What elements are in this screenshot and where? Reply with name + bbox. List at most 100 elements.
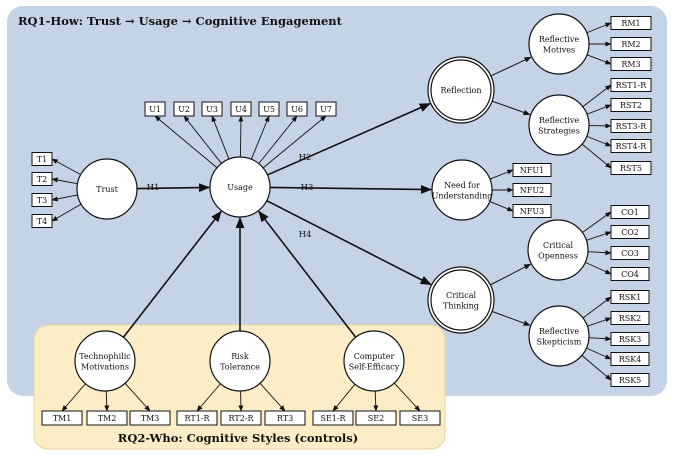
trust-construct: Trust [76,158,138,220]
need-label-line-2: Understanding [432,191,493,200]
need-loading-arrow-3 [489,201,514,212]
need-indicator: NFU2 [512,183,552,197]
risk-indicator-box [176,410,218,426]
h3-path-label: H3 [301,183,314,193]
usage-loading-arrow-3 [211,115,230,160]
techno-indicator-label: TM1 [53,414,72,423]
usage-indicator-label: U7 [320,105,332,114]
techno-label-line-1: Technophilic [79,352,131,361]
reflection-circle [430,59,492,121]
rstrategies-indicator-label: RST2 [620,101,642,110]
h4-path-arrow [266,199,432,286]
skepticism-loading-arrow-3 [588,336,612,342]
trust-indicator-box [31,193,53,207]
usage-indicator: U3 [201,101,223,117]
usage-indicator-box [173,101,195,117]
skepticism-indicator: RSK3 [610,332,650,346]
trust-indicator-box [31,214,53,228]
skepticism-loading-arrow-1 [582,296,612,319]
cse-indicator-label: SE3 [412,414,428,423]
usage-loading-arrow-7 [262,115,327,169]
rmotives-indicator-label: RM3 [621,60,640,69]
rmotives-label-line-1: Reflective [539,35,580,44]
trust-loading-arrow-4 [51,203,82,222]
cse-label-line-1: Computer [354,352,395,361]
openness-indicator: CO2 [610,225,650,239]
risk-loading-arrow-3 [259,382,286,412]
rmotives-indicator-box [610,16,652,30]
skepticism-indicator-label: RSK2 [619,314,642,323]
trust-indicator-label: T3 [37,196,47,205]
risk-indicator-label: RT2-R [228,414,254,423]
skepticism-circle [528,305,590,367]
rstrategies-indicator-box [610,98,652,112]
skepticism-indicator: RSK2 [610,311,650,325]
usage-indicator: U6 [286,101,308,117]
techno-indicator-box [129,410,171,426]
rstrategies-indicator-label: RST1-R [616,81,648,90]
trust-indicator: T1 [31,152,53,166]
trust-circle [76,158,138,220]
usage-indicator-box [230,101,252,117]
openness-indicator-box [610,246,650,260]
critical-label-line-2: Thinking [443,301,479,310]
cse-indicator: SE3 [399,410,441,426]
openness-indicator-label: CO4 [621,270,639,279]
h3-path-arrow [269,184,433,194]
trust-indicator: T3 [31,193,53,207]
skepticism-label-line-2: Skepticism [537,337,582,346]
skepticism-indicator-label: RSK3 [619,335,642,344]
rstrategies-label-line-2: Strategies [538,126,580,135]
need-indicator: NFU1 [512,163,552,177]
rstrategies-loading-arrow-1 [582,84,612,108]
cse-control-arrow [258,210,357,338]
usage-construct: Usage [209,156,271,218]
rstrategies-circle [528,94,590,156]
openness-loading-arrow-2 [586,231,612,241]
rstrategies-indicator: RST3-R [610,119,652,133]
openness-indicator: CO3 [610,246,650,260]
usage-indicator: U4 [230,101,252,117]
usage-indicator: U1 [144,101,166,117]
risk-label-line-2: Tolerance [220,362,260,371]
usage-indicator-label: U3 [206,105,218,114]
rmotives-indicator: RM3 [610,57,652,71]
rstrategies-indicator: RST1-R [610,78,652,92]
trust-indicator: T2 [31,172,53,186]
rmotives-indicator: RM1 [610,16,652,30]
rstrategies-indicator-label: RST5 [620,164,642,173]
skepticism-indicator-label: RSK1 [619,293,642,302]
openness-indicator: CO4 [610,267,650,281]
risk-indicator-box [220,410,262,426]
usage-indicator-box [286,101,308,117]
risk-indicator-label: RT3 [277,414,293,423]
cse-indicator-box [312,410,354,426]
openness-indicator-box [610,205,650,219]
h4-path-label: H4 [299,230,312,240]
rstrategies-indicator-box [610,161,652,175]
techno-loading-arrow-2 [104,390,110,412]
rstrategies-indicator: RST2 [610,98,652,112]
skepticism-indicator-box [610,373,650,387]
usage-label-line-1: Usage [227,183,253,192]
techno-label-line-2: Motivations [81,362,129,371]
risk-indicator: RT3 [264,410,306,426]
skepticism-loading-arrow-4 [586,347,612,360]
techno-indicator: TM2 [86,410,128,426]
rstrategies-loading-arrow-4 [586,135,612,147]
rmotives-indicator-box [610,57,652,71]
rstrategies-indicator-box [610,139,652,153]
rstrategies-indicator: RST4-R [610,139,652,153]
openness-label-line-1: Critical [543,241,574,250]
techno-indicator-box [86,410,128,426]
cse-loading-arrow-3 [393,382,421,412]
need-loading-arrow-1 [489,169,514,180]
need-indicator-box [512,183,552,197]
